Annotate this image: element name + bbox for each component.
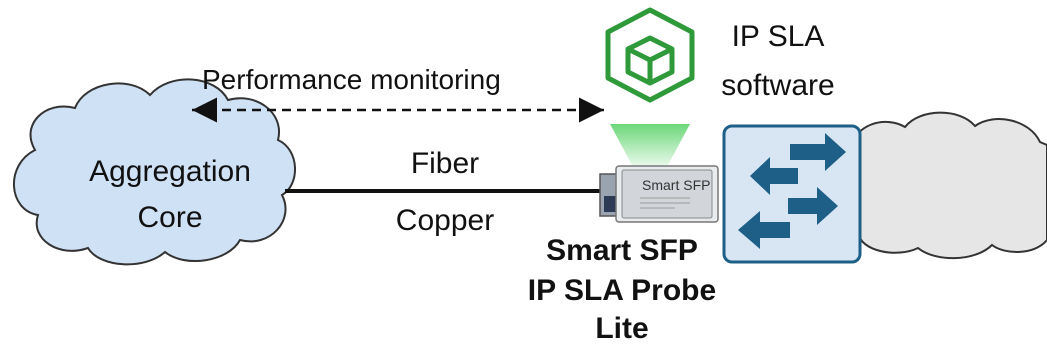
monitoring-label: Performance monitoring xyxy=(202,64,501,95)
software-label-line1: IP SLA xyxy=(731,20,825,53)
sfp-module-label: Smart SFP xyxy=(642,177,711,193)
cloud-left xyxy=(12,78,296,266)
probe-label-line3: Lite xyxy=(595,312,649,345)
link-label-copper: Copper xyxy=(395,204,495,237)
probe-label-line1: Smart SFP xyxy=(546,234,698,267)
beam-gradient xyxy=(610,124,690,165)
link-label-fiber: Fiber xyxy=(410,147,480,180)
switch-arrows-icon xyxy=(722,124,862,264)
smart-sfp-module xyxy=(599,165,719,223)
cloud-left-label-line1: Aggregation xyxy=(89,155,251,188)
software-label-line2: software xyxy=(721,69,835,102)
cube-icon xyxy=(605,7,695,103)
cloud-right xyxy=(841,111,1047,260)
probe-label-line2: IP SLA Probe xyxy=(527,274,717,307)
cloud-left-label-line2: Core xyxy=(137,201,203,234)
